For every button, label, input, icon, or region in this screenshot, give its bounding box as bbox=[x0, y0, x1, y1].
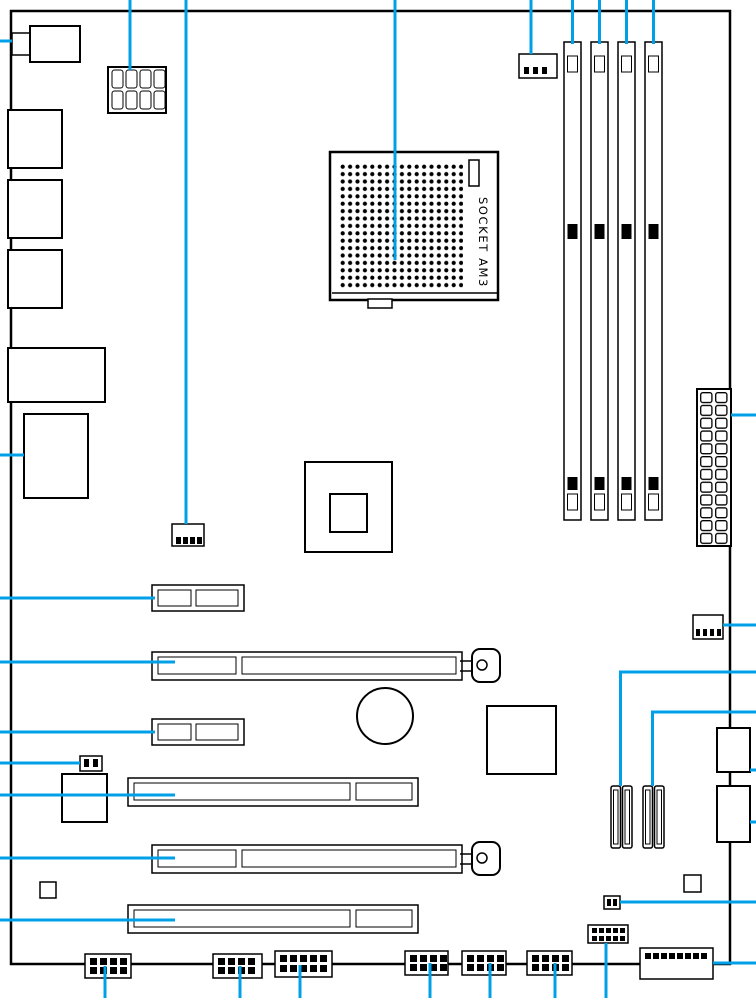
cpu-socket: SOCKET AM3 bbox=[328, 150, 500, 309]
pcie-x16-slot-1 bbox=[151, 648, 501, 683]
rear-io-connector bbox=[7, 179, 63, 239]
pin-header-5 bbox=[461, 950, 507, 976]
cpu-socket-pin-grid bbox=[339, 163, 463, 289]
dimm-slot bbox=[644, 41, 663, 521]
rear-io-connector bbox=[7, 109, 63, 169]
jumper-bottom bbox=[603, 895, 621, 910]
dimm-slot bbox=[563, 41, 582, 521]
side-box-connector-1 bbox=[716, 727, 751, 773]
rear-io-connector bbox=[29, 25, 81, 63]
cpu-power-pin-grid bbox=[111, 69, 166, 110]
slot-latch bbox=[460, 648, 501, 683]
callout-line bbox=[651, 710, 756, 786]
fan-header-top bbox=[518, 53, 558, 79]
atx-power-24pin-connector bbox=[696, 388, 732, 547]
dimm-slot bbox=[617, 41, 636, 521]
rear-io-connector bbox=[11, 32, 31, 56]
pin-grid bbox=[410, 955, 447, 971]
pin-header-2 bbox=[212, 953, 263, 979]
chipset bbox=[486, 705, 557, 775]
atx-pin-grid bbox=[699, 391, 730, 545]
pcie-x1-slot-1 bbox=[151, 584, 245, 612]
sata-port bbox=[653, 785, 665, 849]
dimm-slot bbox=[590, 41, 609, 521]
front-panel-header bbox=[639, 947, 714, 980]
pin-header-1 bbox=[84, 953, 132, 979]
fan-header-pins bbox=[696, 629, 721, 636]
dimm-slots bbox=[563, 41, 663, 521]
cpu-socket-lever-tab bbox=[367, 298, 393, 309]
heatsink bbox=[304, 461, 393, 553]
pin-grid bbox=[280, 955, 327, 972]
pcie-x16-slot-2 bbox=[151, 841, 501, 876]
slot-latch bbox=[460, 841, 501, 876]
pin-header-3 bbox=[274, 950, 333, 978]
rear-io-connector bbox=[7, 249, 63, 309]
system-fan-header bbox=[692, 614, 724, 640]
cpu-socket-keying bbox=[468, 159, 480, 187]
fan-header-pins bbox=[524, 67, 547, 74]
component-block bbox=[683, 874, 702, 893]
pci-slot-1 bbox=[127, 777, 419, 807]
cpu-power-8pin-connector bbox=[107, 66, 167, 114]
pcie-x1-slot-2 bbox=[151, 718, 245, 746]
rear-io-panel bbox=[7, 25, 106, 499]
usb-pin-header bbox=[587, 924, 629, 944]
pin-header-4 bbox=[404, 950, 449, 976]
cmos-battery bbox=[356, 687, 414, 745]
cpu-socket-body bbox=[328, 150, 500, 302]
onboard-chip bbox=[61, 773, 108, 823]
sata-port bbox=[621, 785, 633, 849]
pin-header-6 bbox=[526, 950, 573, 976]
side-box-connector-2 bbox=[716, 785, 751, 843]
callout-line bbox=[619, 670, 756, 786]
rear-io-connector bbox=[7, 347, 106, 403]
rear-io-connector bbox=[23, 413, 89, 499]
pin-grid bbox=[645, 953, 707, 959]
sata-port bbox=[642, 785, 654, 849]
jumper-left bbox=[79, 755, 103, 772]
pin-grid bbox=[592, 928, 625, 941]
component-block bbox=[39, 881, 57, 899]
fan-header-pins bbox=[176, 537, 202, 544]
cpu-fan-header bbox=[171, 523, 205, 547]
sata-ports bbox=[610, 785, 665, 849]
sata-port bbox=[610, 785, 622, 849]
cpu-socket-label: SOCKET AM3 bbox=[476, 197, 490, 288]
